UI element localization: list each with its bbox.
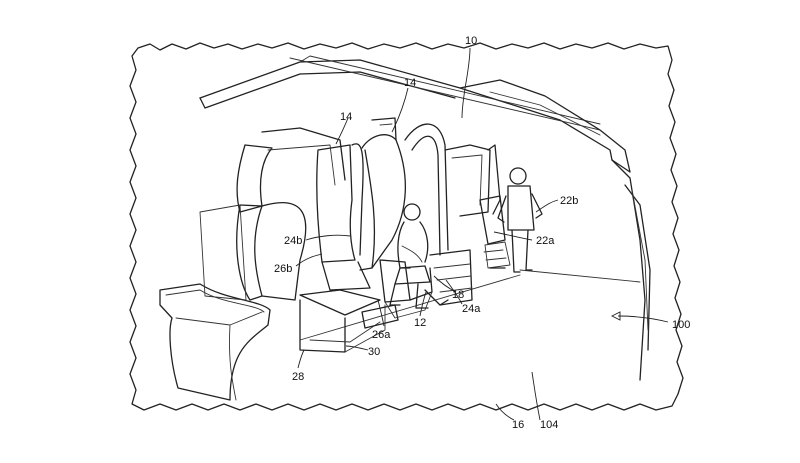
- standing-passenger: [497, 167, 543, 273]
- ref-30: 30: [368, 346, 380, 358]
- ref-22b: 22b: [560, 195, 578, 207]
- upper-seat-center: [359, 117, 407, 271]
- front-lower-seat: [159, 201, 307, 401]
- ref-24a: 24a: [462, 303, 481, 315]
- ref-14-right: 14: [404, 77, 416, 89]
- far-seats: [479, 195, 511, 269]
- ref-18: 18: [452, 289, 464, 301]
- lower-seat-passenger: [379, 259, 433, 319]
- reference-labels: 10 14 14 24b 26b 22b 22a 18 24a 12 26a 3…: [274, 35, 690, 431]
- ref-100: 100: [672, 319, 690, 331]
- ref-104: 104: [540, 419, 558, 431]
- ref-24b: 24b: [284, 235, 302, 247]
- ref-10: 10: [465, 35, 477, 47]
- rear-partition: [236, 127, 346, 213]
- cabin-floor: [299, 274, 521, 341]
- cutaway-frame: [129, 42, 684, 411]
- fuselage-wall: [519, 159, 651, 381]
- ref-14-left: 14: [340, 111, 352, 123]
- ref-12: 12: [414, 317, 426, 329]
- ref-26a: 26a: [372, 329, 391, 341]
- ref-26b: 26b: [274, 263, 292, 275]
- upper-seat-with-stand: [299, 143, 399, 353]
- seated-passenger: [389, 203, 431, 309]
- ref-22a: 22a: [536, 235, 555, 247]
- ref-16: 16: [512, 419, 524, 431]
- step-ladder: [424, 249, 473, 306]
- leader-lines: [295, 47, 669, 421]
- arch-frame: [404, 123, 501, 256]
- ceiling-structure: [199, 55, 631, 173]
- ref-28: 28: [292, 371, 304, 383]
